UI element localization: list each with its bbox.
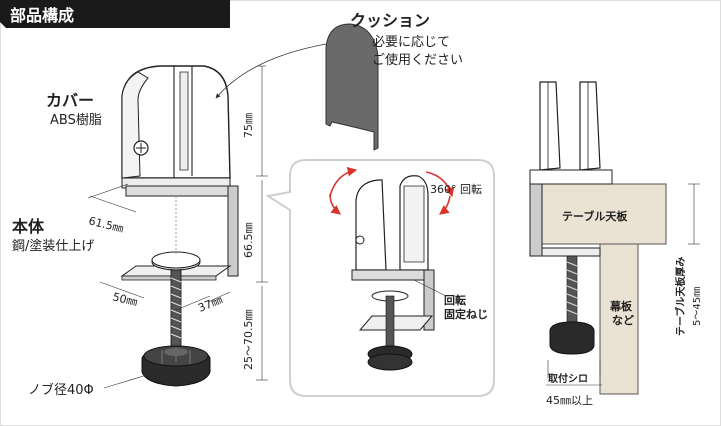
body-material: 鋼/塗装仕上げ xyxy=(12,238,94,254)
dim-50: 50㎜ xyxy=(111,290,138,309)
cover-material: ABS樹脂 xyxy=(50,113,102,128)
detail-bubble xyxy=(265,159,495,397)
rotation-label: 360° 回転 xyxy=(430,183,482,196)
dim-61-5: 61.5㎜ xyxy=(87,214,125,235)
header-background xyxy=(0,0,230,28)
cushion-note-line2: ご使用ください xyxy=(372,52,463,68)
dimensions-left xyxy=(87,65,268,381)
body-title: 本体 xyxy=(12,217,45,236)
clearance-value: 45㎜以上 xyxy=(546,394,593,407)
lock-screw-line1: 回転 xyxy=(444,293,466,307)
knob-leader xyxy=(103,373,151,389)
header-title: 部品構成 xyxy=(10,6,74,25)
body-bracket xyxy=(120,185,239,281)
installation-diagram xyxy=(529,81,700,395)
cushion-part xyxy=(325,23,379,151)
knob xyxy=(141,345,211,387)
clamp-exploded xyxy=(120,65,239,387)
dim-75: 75㎜ xyxy=(242,113,255,138)
cushion-pointer xyxy=(215,43,327,99)
dim-25-70-5: 25〜70.5㎜ xyxy=(242,310,255,371)
dim-37: 37㎜ xyxy=(196,293,224,314)
dim-66-5: 66.5㎜ xyxy=(242,223,255,259)
apron-panel xyxy=(599,243,639,395)
cover-title: カバー xyxy=(46,91,94,110)
cushion-title: クッション xyxy=(350,11,430,30)
header-tab: 部品構成 xyxy=(0,0,230,28)
cover-piece xyxy=(121,65,231,189)
knob-label: ノブ径40Φ xyxy=(28,382,94,398)
thickness-range: 5〜45㎜ xyxy=(692,287,703,326)
clearance-label: 取付シロ xyxy=(548,372,588,385)
lock-screw-line2: 固定ねじ xyxy=(444,307,488,321)
tabletop xyxy=(539,183,667,245)
apron-label-line1: 幕板 xyxy=(609,299,633,313)
thickness-label: テーブル天板厚み xyxy=(674,257,687,336)
apron-label-line2: など xyxy=(612,314,634,327)
tabletop-label: テーブル天板 xyxy=(562,209,628,223)
cushion-note-line1: 必要に応じて xyxy=(372,35,450,50)
